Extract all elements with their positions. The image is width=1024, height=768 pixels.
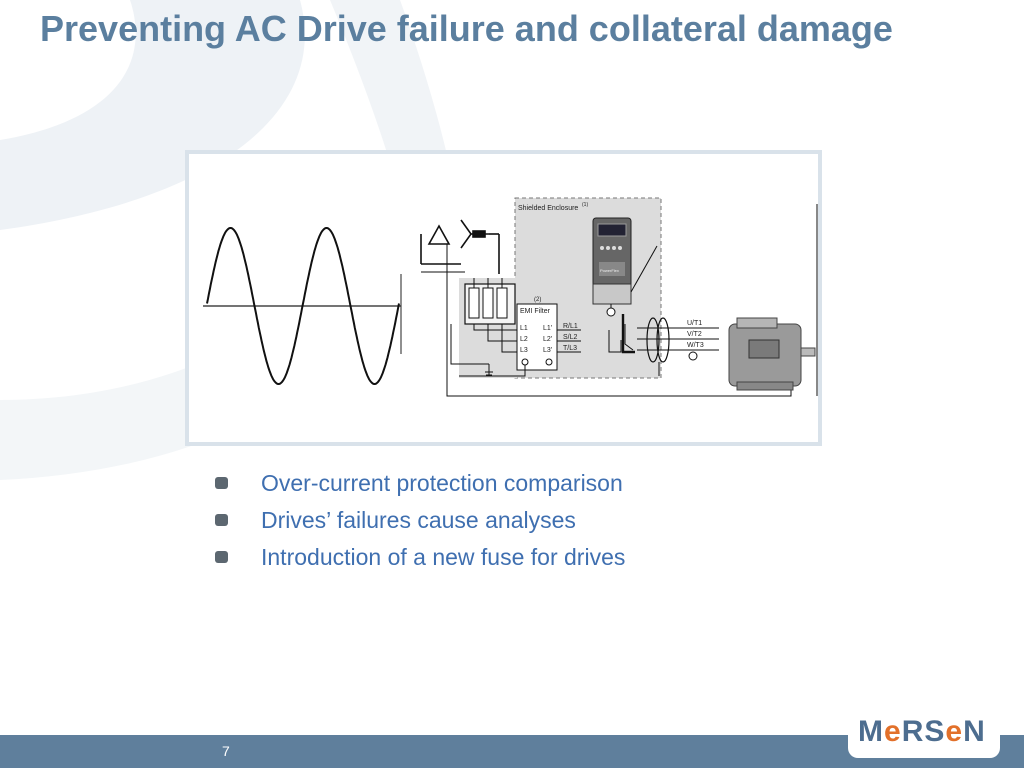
shielded-output-cable: [621, 314, 719, 376]
drive-input-r: R/L1: [563, 323, 578, 330]
filter-input-l1: L1: [520, 325, 528, 332]
ground-symbol: [688, 351, 698, 361]
enclosure-label: Shielded Enclosure: [518, 205, 578, 212]
drive-output-v: V/T2: [687, 331, 702, 338]
transformer-symbol: [420, 219, 500, 274]
drive-input-t: T/L3: [563, 345, 577, 352]
wiring-diagram: Shielded Enclosure (1) (2) EMI Filter L1…: [203, 197, 818, 397]
enclosure-note: (1): [582, 202, 588, 208]
motor: [728, 317, 816, 391]
bullet-marker-icon: [215, 551, 228, 563]
bullet-text: Introduction of a new fuse for drives: [261, 544, 626, 570]
drive-output-u: U/T1: [687, 320, 702, 327]
sine-wave-graphic: [203, 227, 402, 385]
bullet-item: Over-current protection comparison: [215, 466, 625, 503]
drive-brand-label: PowerFlex: [600, 268, 619, 273]
filter-output-l3: L3': [543, 347, 552, 354]
bullet-text: Drives’ failures cause analyses: [261, 507, 576, 533]
bullet-list: Over-current protection comparison Drive…: [215, 466, 625, 577]
drive-output-w: W/T3: [687, 342, 704, 349]
fuse-block: [464, 278, 516, 325]
emi-filter: (2) EMI Filter L1 L2 L3 L1' L2' L3': [516, 297, 558, 371]
filter-output-l1: L1': [543, 325, 552, 332]
filter-input-l3: L3: [520, 347, 528, 354]
wiring-diagram-figure: Shielded Enclosure (1) (2) EMI Filter L1…: [185, 150, 822, 446]
emi-filter-label: EMI Filter: [520, 308, 551, 315]
drive-input-s: S/L2: [563, 334, 578, 341]
filter-input-l2: L2: [520, 336, 528, 343]
page-number: 7: [222, 743, 230, 759]
filter-note: (2): [534, 297, 541, 303]
bullet-text: Over-current protection comparison: [261, 470, 623, 496]
mersen-logo: MeRSeN: [848, 708, 1000, 758]
bullet-item: Introduction of a new fuse for drives: [215, 540, 625, 577]
wiring-lines: [446, 204, 818, 397]
slide-title: Preventing AC Drive failure and collater…: [40, 8, 893, 49]
bullet-marker-icon: [215, 514, 228, 526]
filter-output-l2: L2': [543, 336, 552, 343]
logo-wordmark: MeRSeN: [858, 715, 986, 748]
bullet-marker-icon: [215, 477, 228, 489]
bullet-item: Drives’ failures cause analyses: [215, 503, 625, 540]
ac-drive-unit: PowerFlex: [592, 217, 658, 317]
